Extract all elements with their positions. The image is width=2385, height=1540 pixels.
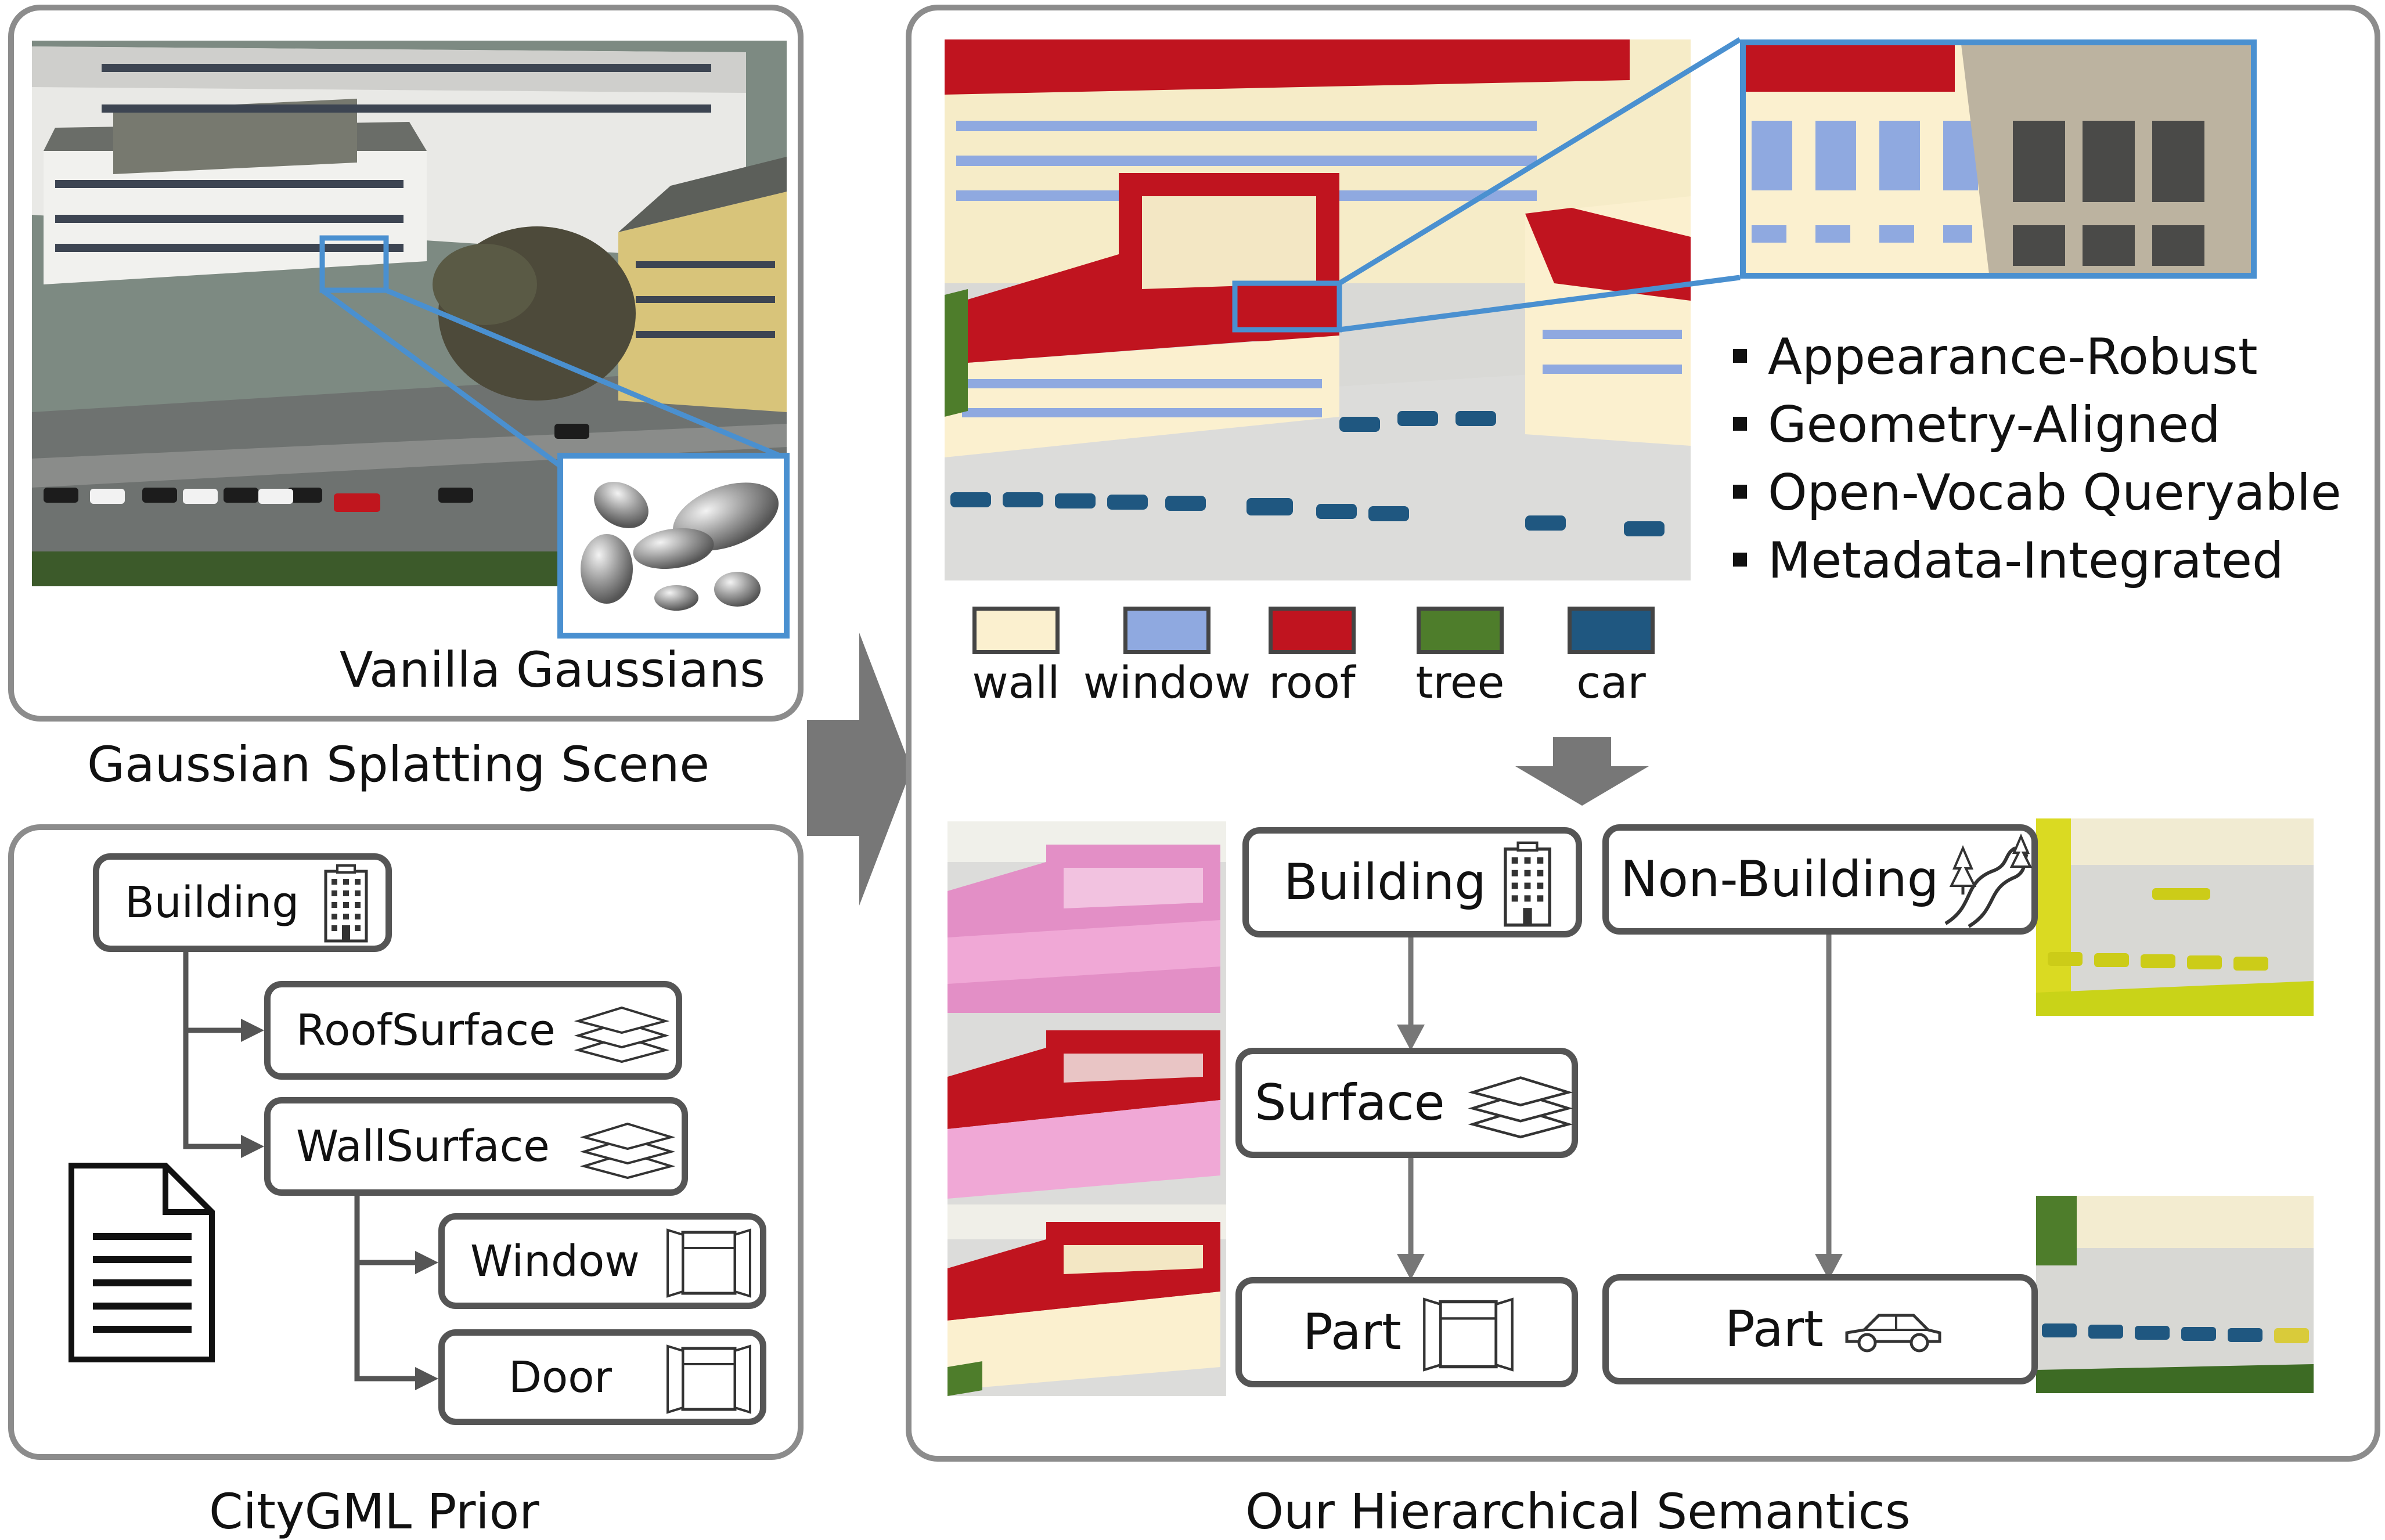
hier-part-left-node: Part	[1235, 1277, 1578, 1387]
layers-icon	[574, 1006, 670, 1063]
citygml-wall-node: WallSurface	[264, 1097, 688, 1196]
segmented-render	[945, 37, 1742, 580]
part-level-thumbnail	[947, 1204, 1226, 1396]
citygml-wall-label: WallSurface	[296, 1121, 550, 1171]
citygml-window-label: Window	[470, 1236, 640, 1286]
hier-part-right-label: Part	[1725, 1300, 1824, 1358]
hier-part-right-node: Part	[1602, 1274, 2038, 1384]
window-zoom-inset	[1740, 39, 2257, 279]
legend-swatch	[1269, 607, 1356, 654]
non-building-thumbnail	[2036, 818, 2314, 1016]
semantics-panel-caption: Our Hierarchical Semantics	[1245, 1483, 1911, 1540]
citygml-building-label: Building	[125, 878, 300, 928]
building-icon	[1504, 841, 1551, 927]
door-icon	[666, 1344, 751, 1414]
citygml-building-node: Building	[93, 853, 392, 952]
scene-panel-caption: Gaussian Splatting Scene	[87, 736, 710, 793]
legend-swatch	[972, 607, 1060, 654]
citygml-roof-node: RoofSurface	[264, 981, 682, 1080]
legend-swatch	[1417, 607, 1504, 654]
citygml-tree-connectors	[183, 952, 438, 1390]
legend-swatch	[1123, 607, 1210, 654]
vanilla-gaussians-label: Vanilla Gaussians	[340, 641, 765, 698]
citygml-door-node: Door	[438, 1329, 766, 1425]
hier-building-label: Building	[1284, 853, 1486, 911]
hier-non-building-node: Non-Building	[1602, 824, 2038, 935]
legend-window: window	[1080, 607, 1254, 708]
down-arrow	[1515, 737, 1649, 806]
gaussian-ellipsoids-icon	[557, 453, 790, 639]
building-icon	[324, 864, 368, 943]
window-icon	[1423, 1297, 1514, 1372]
car-part-thumbnail	[2036, 1196, 2314, 1393]
citygml-door-label: Door	[509, 1352, 612, 1402]
layers-icon	[579, 1122, 676, 1180]
feature-3: Open-Vocab Queryable	[1733, 464, 2341, 522]
prior-panel-caption: CityGML Prior	[209, 1483, 539, 1540]
bullet-square-icon	[1733, 484, 1747, 499]
surface-level-thumbnail	[947, 1013, 1226, 1204]
legend-swatch	[1568, 607, 1655, 654]
feature-4: Metadata-Integrated	[1733, 532, 2284, 590]
citygml-window-node: Window	[438, 1213, 766, 1309]
feature-2: Geometry-Aligned	[1733, 396, 2221, 454]
citygml-roof-label: RoofSurface	[296, 1005, 556, 1055]
car-icon	[1845, 1314, 1941, 1353]
road-trees-icon	[1944, 833, 2033, 928]
layers-icon	[1468, 1076, 1573, 1139]
window-icon	[666, 1228, 751, 1298]
building-level-thumbnail	[947, 821, 1226, 1013]
hier-non-building-label: Non-Building	[1620, 850, 1939, 908]
hier-part-left-label: Part	[1303, 1303, 1402, 1361]
legend-tree: tree	[1402, 607, 1518, 708]
big-right-arrow	[807, 633, 912, 906]
legend-wall: wall	[958, 607, 1074, 708]
hier-surface-label: Surface	[1255, 1074, 1445, 1132]
hier-building-node: Building	[1242, 827, 1582, 937]
document-icon	[69, 1163, 215, 1362]
bullet-square-icon	[1733, 348, 1747, 363]
hier-surface-node: Surface	[1235, 1048, 1578, 1158]
legend-roof: roof	[1254, 607, 1370, 708]
bullet-square-icon	[1733, 552, 1747, 567]
legend-car: car	[1553, 607, 1669, 708]
feature-1: Appearance-Robust	[1733, 328, 2258, 386]
bullet-square-icon	[1733, 416, 1747, 431]
